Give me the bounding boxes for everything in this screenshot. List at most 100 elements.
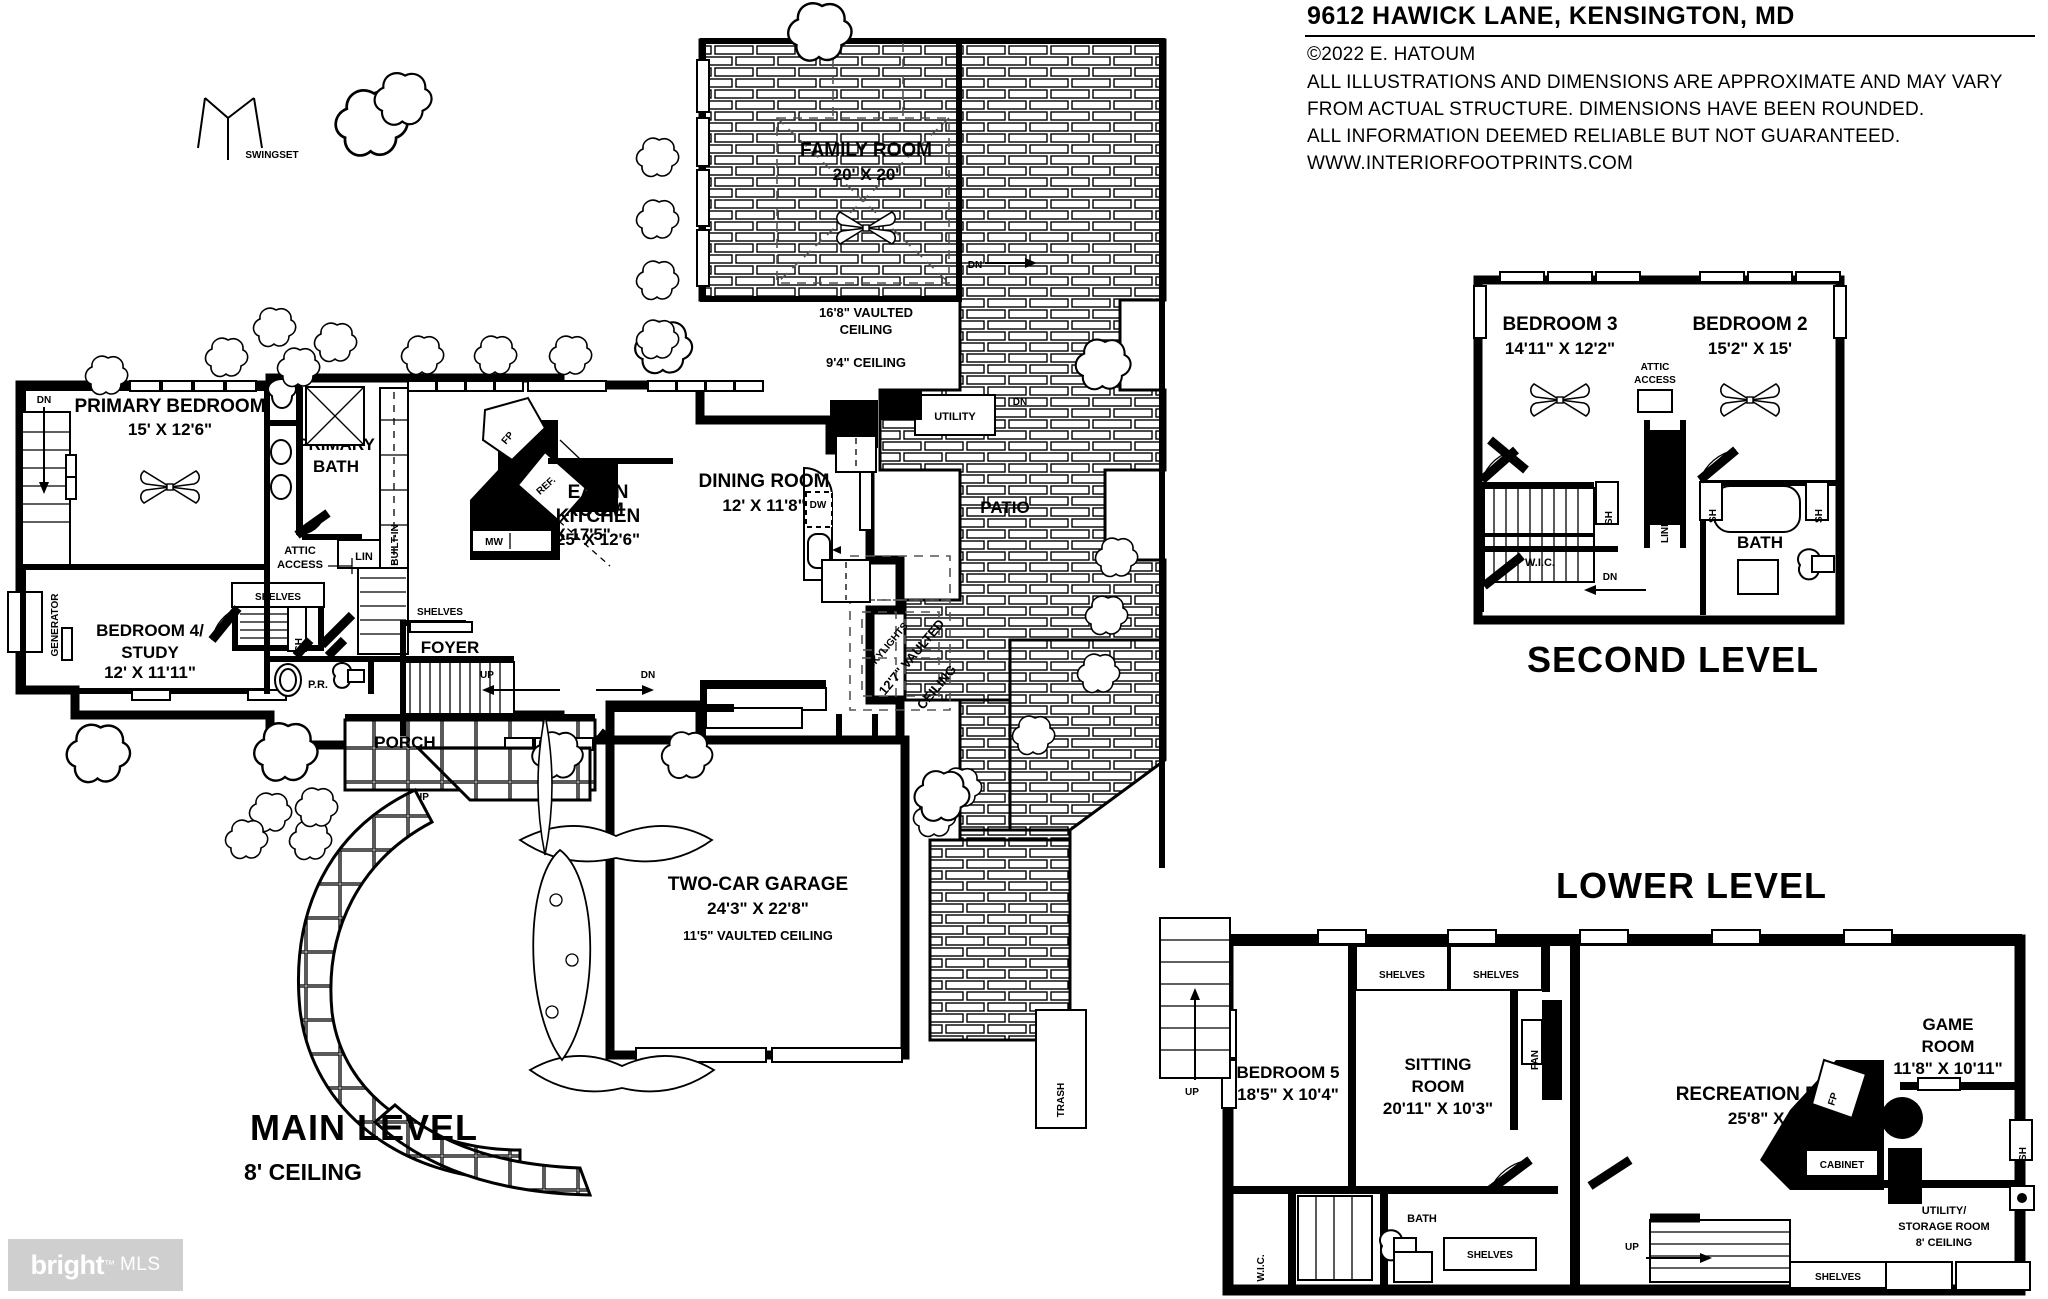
brand-tm: ™: [103, 1259, 115, 1271]
foyer-label: FOYER: [421, 638, 480, 657]
storage-label: STORAGE ROOM: [1898, 1221, 1989, 1233]
bedroom2-label: BEDROOM 2: [1692, 314, 1807, 335]
utility-room: UTILITY: [914, 394, 996, 436]
linen-label-2: LINEN: [1660, 513, 1671, 543]
trash-enclosure: TRASH: [1035, 1009, 1087, 1129]
family-room-windows: [696, 59, 710, 287]
fp-label-lower: FP: [1826, 1091, 1841, 1107]
dining-room-dim: 12' X 11'8": [722, 496, 805, 515]
swingset: SWINGSET: [197, 97, 299, 161]
shelves-label-l2: SHELVES: [1473, 970, 1519, 981]
sh-label-2: SH: [1604, 511, 1615, 525]
garage-ceiling: 11'5" VAULTED CEILING: [683, 928, 833, 943]
sitting-room-label: SITTING: [1404, 1055, 1471, 1074]
dishwasher-label: DW: [810, 500, 827, 511]
disclaimer-line-2: FROM ACTUAL STRUCTURE. DIMENSIONS HAVE B…: [1307, 99, 1924, 120]
trash-label: TRASH: [1056, 1083, 1067, 1117]
website-line: WWW.INTERIORFOOTPRINTS.COM: [1307, 153, 1633, 174]
main-level-subtitle: 8' CEILING: [244, 1159, 362, 1185]
lower-wic-bath: W.I.C. BATH SHELVES: [1228, 1186, 1558, 1292]
dining-room-label: DINING ROOM: [699, 471, 830, 492]
family-vault-outline: [776, 43, 950, 284]
attic-access-label: ATTIC: [284, 545, 316, 557]
lower-exterior-stairs: UP: [1159, 917, 1231, 1098]
linen-label: LIN: [355, 551, 373, 563]
built-in-label: BUILT-IN: [390, 524, 401, 565]
bedroom4-label-2: STUDY: [121, 643, 179, 662]
shelves-living-label: SHELVES: [417, 607, 463, 618]
kitchen-label: EAT-IN: [568, 482, 629, 503]
game-room-label-2: ROOM: [1922, 1037, 1975, 1056]
attic-access-label-2: ACCESS: [277, 559, 323, 571]
family-dn-label: DN: [968, 260, 982, 271]
copyright-line: ©2022 E. HATOUM: [1307, 44, 1475, 65]
second-level-title: SECOND LEVEL: [1527, 639, 1819, 680]
powder-room: P.R.: [264, 636, 374, 697]
foyer-dn-label: DN: [641, 670, 655, 681]
family-vaulted-ceiling: 16'8" VAULTED: [819, 305, 913, 320]
sh-label: SH: [294, 638, 305, 652]
shelves-label-l1: SHELVES: [1379, 970, 1425, 981]
wic-label: W.I.C.: [1525, 557, 1555, 569]
dining-room: DINING ROOM 12' X 11'8": [699, 435, 877, 603]
shelves-label-l3: SHELVES: [1467, 1250, 1513, 1261]
main-level-plan: PATIO FAMILY ROOM 20' X 20' 16'8" VAULTE…: [7, 2, 1167, 1197]
hedge-column: [532, 848, 592, 1062]
lower-up-label: UP: [1185, 1087, 1199, 1098]
kitchen-label-2: KITCHEN: [556, 506, 640, 527]
walk-in-closet-second: W.I.C.: [1478, 546, 1618, 569]
shelves-closet-main: SHELVES SH: [231, 582, 325, 652]
sitting-room-dim: 20'11" X 10'3": [1383, 1099, 1493, 1118]
patio-label: PATIO: [980, 498, 1029, 517]
plan-address: 9612 HAWICK LANE, KENSINGTON, MD: [1307, 2, 1795, 30]
storage-ceiling-label: 8' CEILING: [1916, 1237, 1972, 1249]
built-in-strip: BUILT-IN: [379, 387, 409, 569]
game-room-dim: 11'8" X 10'11": [1893, 1059, 2002, 1078]
wic-label-lower: W.I.C.: [1256, 1254, 1267, 1281]
generator: GENERATOR: [7, 591, 61, 657]
second-bath: BATH SH SH: [1697, 446, 1840, 615]
sh-label-lower: SH: [2018, 1147, 2029, 1161]
fan-label: FAN: [1530, 1050, 1541, 1070]
bath-label-lower: BATH: [1407, 1213, 1437, 1225]
generator-label: GENERATOR: [50, 593, 61, 657]
utility-label-lower: UTILITY/: [1922, 1205, 1967, 1217]
kitchen-dim: 25' X 12'6": [556, 530, 640, 549]
lower-level-plan: UP BEDROOM 5 18'5" X 10'4" SHELVES SHELV…: [1159, 865, 2035, 1296]
bedroom4-label: BEDROOM 4/: [96, 621, 204, 640]
cabinet: CABINET: [1805, 1149, 1879, 1177]
garage-dim: 24'3" X 22'8": [707, 899, 809, 918]
bedroom5-dim: 18'5" X 10'4": [1237, 1085, 1339, 1104]
disclaimer-line-1: ALL ILLUSTRATIONS AND DIMENSIONS ARE APP…: [1307, 72, 2003, 93]
primary-stairs: DN: [21, 395, 77, 568]
patio-dn-label: DN: [1013, 397, 1027, 408]
swingset-label: SWINGSET: [245, 150, 298, 161]
sitting-room: SITTING ROOM 20'11" X 10'3" FAN: [1383, 990, 1562, 1130]
primary-bath-label-2: BATH: [313, 457, 359, 476]
family-room-label: FAMILY ROOM: [800, 140, 932, 161]
bedroom3-label: BEDROOM 3: [1502, 314, 1617, 335]
family-ceiling-word: CEILING: [840, 322, 893, 337]
mw-label: MW: [485, 537, 503, 548]
second-dn-label: DN: [1603, 572, 1617, 583]
sh-label-4: SH: [1708, 509, 1719, 523]
utility-label: UTILITY: [934, 411, 976, 423]
lower-up-label-2: UP: [1625, 1242, 1639, 1253]
second-attic-access-2: ACCESS: [1634, 375, 1676, 386]
game-room: GAME ROOM 11'8" X 10'11" SH: [1893, 1015, 2033, 1161]
mls-text: MLS: [119, 1254, 161, 1275]
refrigerator: REF.: [516, 439, 611, 567]
bedroom-4-study: BEDROOM 4/ STUDY 12' X 11'11": [20, 564, 287, 701]
game-room-label: GAME: [1923, 1015, 1974, 1034]
bedroom-5: BEDROOM 5 18'5" X 10'4": [1237, 946, 1356, 1190]
family-flat-ceiling: 9'4" CEILING: [826, 355, 906, 370]
utility-storage-room: UTILITY/ STORAGE ROOM 8' CEILING: [1877, 1180, 2035, 1291]
disclaimer-line-3: ALL INFORMATION DEEMED RELIABLE BUT NOT …: [1307, 126, 1900, 147]
second-level-plan: BEDROOM 3 14'11" X 12'2" BEDROOM 2 15'2"…: [1473, 271, 1847, 680]
sitting-room-label-2: ROOM: [1412, 1077, 1465, 1096]
second-attic-access: ATTIC: [1641, 362, 1670, 373]
primary-bedroom-dim: 15' X 12'6": [128, 420, 212, 439]
